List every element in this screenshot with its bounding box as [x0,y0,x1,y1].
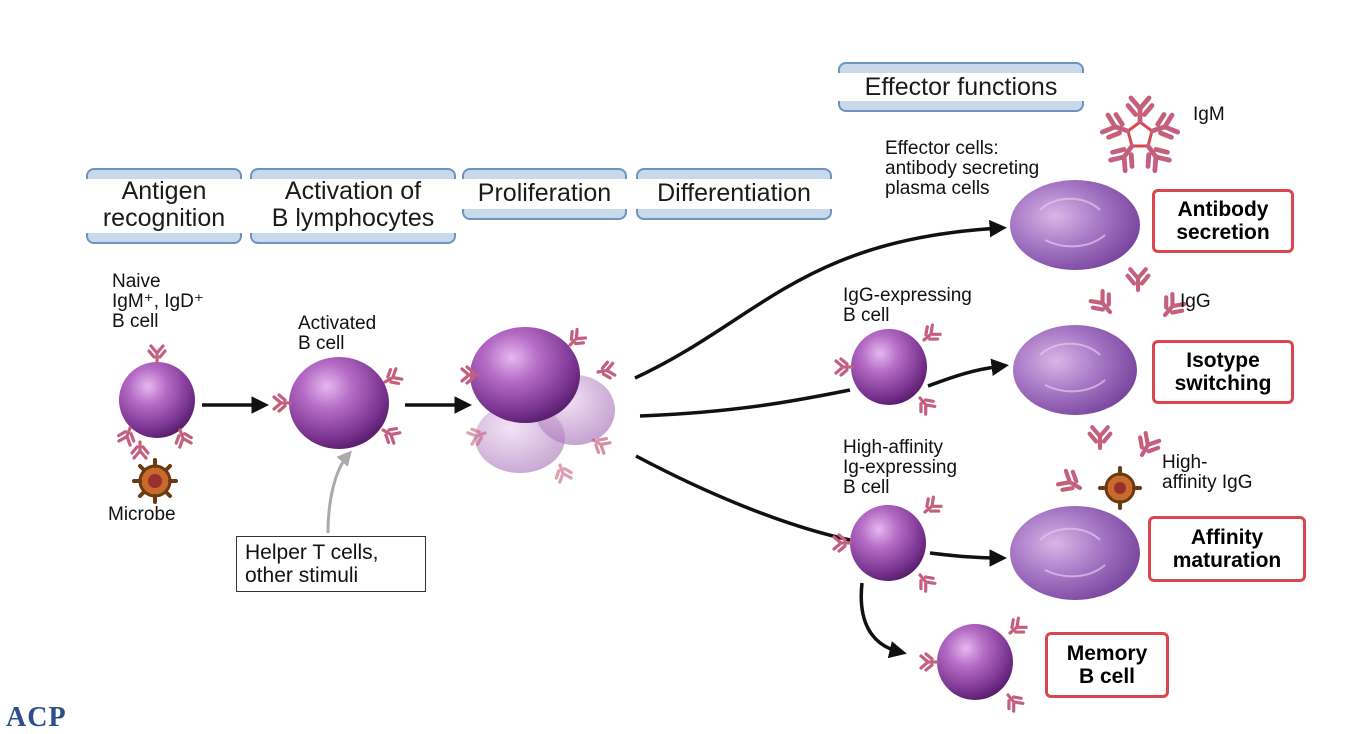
phase-effector-functions: Effector functions [838,62,1084,112]
microbe-icon [132,458,178,504]
outcome-antibody-secretion: Antibody secretion [1152,189,1294,253]
arrow-igg-to-plasma [927,358,1009,388]
phase-proliferation: Proliferation [462,168,627,220]
arrow-helper-to-activated [326,450,352,534]
naive-cell-label: Naive IgM⁺, IgD⁺ B cell [112,271,204,332]
phase-antigen-recognition-label: Antigen recognition [102,177,226,232]
plasma-cell-affinity [1010,506,1140,600]
microbe-label: Microbe [108,504,176,525]
outcome-isotype-switching-label: Isotype switching [1174,349,1272,395]
igg-expressing-label: IgG-expressing B cell [843,285,972,326]
igm-label: IgM [1193,104,1225,125]
phase-activation: Activation of B lymphocytes [250,168,456,244]
outcome-antibody-secretion-label: Antibody secretion [1176,198,1270,244]
arrow-to-memory-cell [859,582,907,659]
high-affinity-b-cell [832,493,944,594]
high-affinity-igg-icon [1057,427,1162,510]
activated-cell-label: Activated B cell [298,313,377,354]
high-affinity-igg-label: High- affinity IgG [1162,452,1253,493]
phase-differentiation-label: Differentiation [657,179,811,207]
plasma-cell-antibody [1010,180,1140,270]
phase-activation-label: Activation of B lymphocytes [271,177,435,232]
proliferating-cells [460,326,617,485]
outcome-affinity-maturation: Affinity maturation [1148,516,1306,582]
helper-t-cells-box: Helper T cells, other stimuli [236,536,426,592]
igm-pentamer-icon [1101,98,1178,172]
arrow-high-affinity-to-plasma [929,549,1007,567]
naive-b-cell [115,344,195,460]
plasma-cell-isotype [1013,325,1137,415]
high-affinity-cell-label: High-affinity Ig-expressing B cell [843,437,958,498]
phase-antigen-recognition: Antigen recognition [86,168,242,244]
memory-b-cell [919,614,1029,714]
igg-expressing-b-cell [834,321,943,417]
igg-label: IgG [1180,291,1211,312]
phase-effector-functions-label: Effector functions [864,73,1058,101]
arrow-to-igg-cell [639,388,851,418]
phase-differentiation: Differentiation [636,168,832,220]
flow-arrows [202,219,1009,659]
outcome-memory-b-cell: Memory B cell [1045,632,1169,698]
effector-cells-label: Effector cells: antibody secreting plasm… [885,138,1040,199]
arrow-to-high-affinity-cell [635,454,851,542]
acp-logo: ACP [6,702,67,733]
outcome-affinity-maturation-label: Affinity maturation [1172,526,1282,572]
outcome-memory-b-cell-label: Memory B cell [1066,642,1148,688]
igg-antibodies-icon [1089,269,1187,321]
phase-proliferation-label: Proliferation [477,179,612,207]
arrow-to-plasma-cell [634,219,1007,380]
outcome-isotype-switching: Isotype switching [1152,340,1294,404]
activated-b-cell [272,357,405,449]
